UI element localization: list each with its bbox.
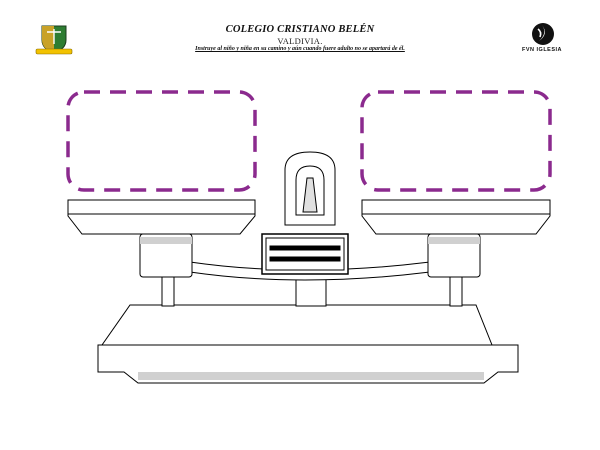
school-crest-icon xyxy=(35,25,73,55)
right-pan xyxy=(361,199,551,235)
school-name: COLEGIO CRISTIANO BELÉN xyxy=(225,24,375,35)
left-leg xyxy=(161,274,175,307)
city-label: VALDIVIA. xyxy=(277,36,323,46)
school-motto: Instruye al niño y niña en su camino y a… xyxy=(195,46,405,52)
left-answer-box[interactable] xyxy=(66,90,257,192)
church-emblem-icon xyxy=(532,23,554,45)
church-logo-text: FVN IGLESIA xyxy=(521,47,563,53)
document-header: COLEGIO CRISTIANO BELÉN VALDIVIA. Instru… xyxy=(0,0,600,70)
right-answer-box[interactable] xyxy=(360,90,552,192)
left-pan xyxy=(67,199,256,235)
right-leg xyxy=(449,274,463,307)
scale-base xyxy=(101,304,493,346)
scale-drawing xyxy=(67,151,551,384)
